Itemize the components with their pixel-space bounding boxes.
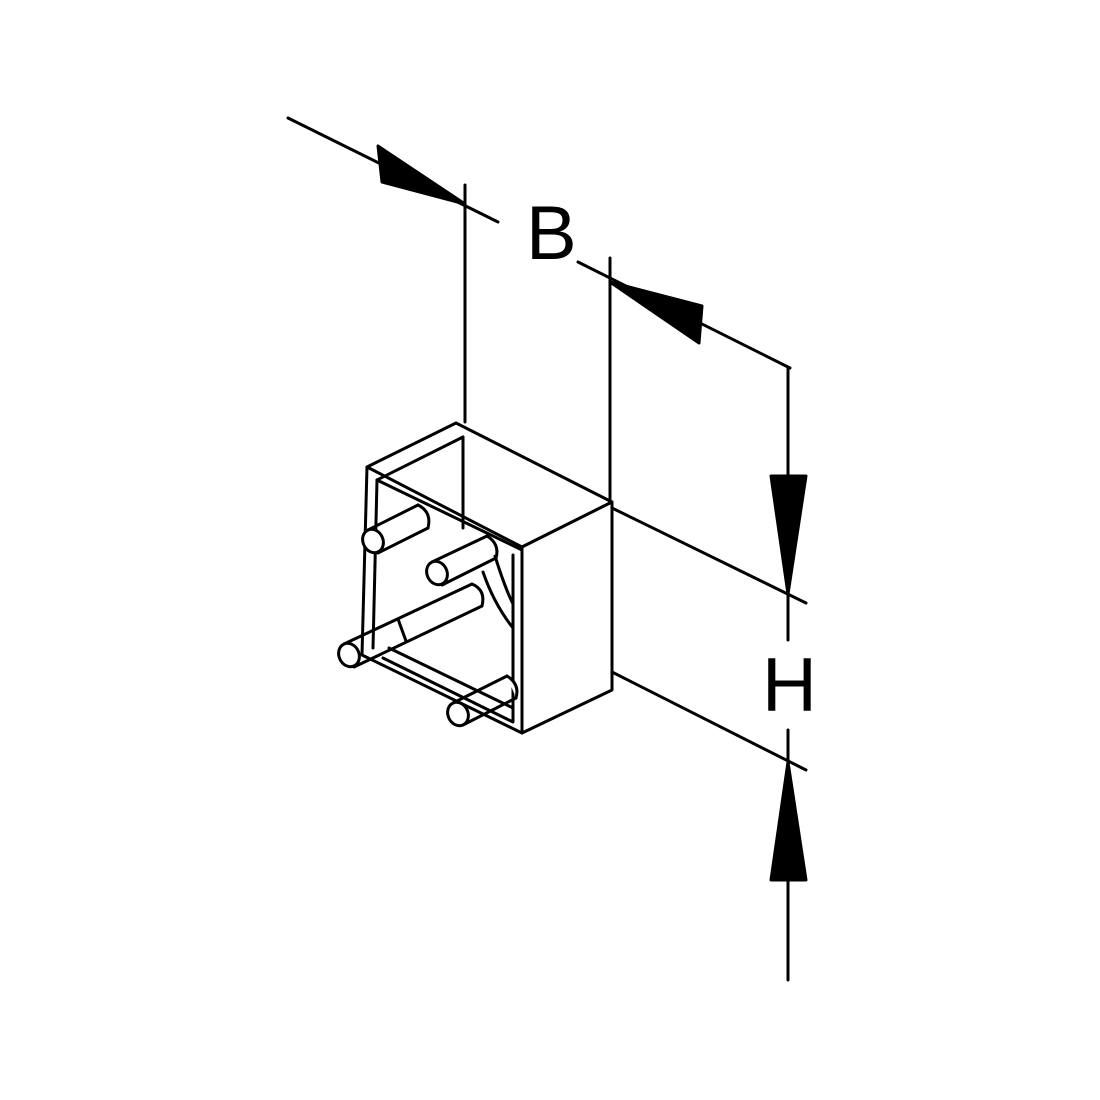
dimension-b bbox=[286, 116, 792, 504]
inner-curve bbox=[481, 570, 515, 630]
arrow-h-top bbox=[769, 474, 808, 596]
dimension-label-h: H bbox=[762, 643, 817, 728]
dimension-label-b: B bbox=[526, 191, 577, 276]
pin-lower-right bbox=[446, 674, 519, 728]
pin-upper-left bbox=[361, 503, 431, 555]
inner-curve-2 bbox=[493, 554, 515, 606]
pins bbox=[337, 503, 519, 728]
inner-top-left-edge bbox=[375, 435, 465, 482]
pin-upper-right bbox=[425, 534, 499, 587]
inner-bottom-edge bbox=[381, 553, 515, 724]
arrow-h-bottom bbox=[769, 760, 808, 882]
inner-top-edge bbox=[375, 478, 524, 552]
housing bbox=[360, 421, 614, 735]
inner-left-wall bbox=[371, 478, 379, 650]
extension-line-top bbox=[610, 506, 808, 605]
extension-line-bottom bbox=[610, 670, 808, 772]
housing-front-outline bbox=[360, 465, 524, 735]
dimension-h bbox=[610, 366, 808, 982]
pin-lower-left-long bbox=[337, 582, 485, 669]
inner-bottom-rim bbox=[387, 646, 515, 710]
arrow-b-left bbox=[376, 144, 467, 206]
housing-right-face bbox=[520, 500, 614, 735]
arrow-b-right bbox=[608, 280, 704, 345]
